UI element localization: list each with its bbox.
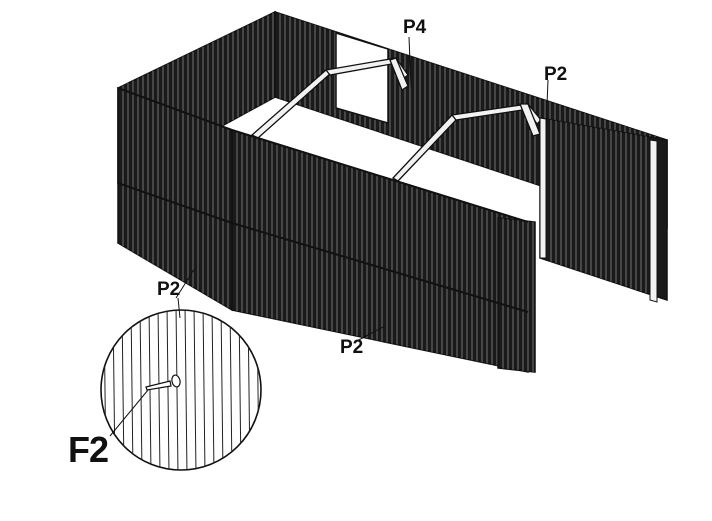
zoom-rib xyxy=(193,310,197,470)
zoom-rib xyxy=(211,310,215,470)
door-opening xyxy=(335,31,389,124)
leader-lines xyxy=(109,36,549,437)
zoom-rib xyxy=(229,310,233,470)
roof-truss-frame xyxy=(250,56,542,182)
right-end-wall xyxy=(539,117,668,303)
zoom-rib xyxy=(157,310,161,470)
callout-p2-right: P2 xyxy=(544,64,568,85)
zoom-rib xyxy=(166,310,170,470)
front-long-wall xyxy=(231,128,529,373)
detail-zoom-circle xyxy=(100,309,262,471)
callout-f2: F2 xyxy=(68,429,109,470)
zoom-rib xyxy=(220,310,224,470)
callout-p2-left: P2 xyxy=(157,279,181,300)
front-return-wall xyxy=(497,217,536,373)
zoom-rib xyxy=(130,310,134,470)
zoom-rib xyxy=(175,310,179,470)
callout-p4: P4 xyxy=(403,17,427,38)
top-rails xyxy=(117,87,529,313)
screw-icon xyxy=(145,374,181,391)
zoom-rib xyxy=(184,310,188,470)
callout-p2-bottom: P2 xyxy=(340,337,364,358)
zoom-rib xyxy=(139,310,143,470)
zoom-rib xyxy=(202,310,206,470)
